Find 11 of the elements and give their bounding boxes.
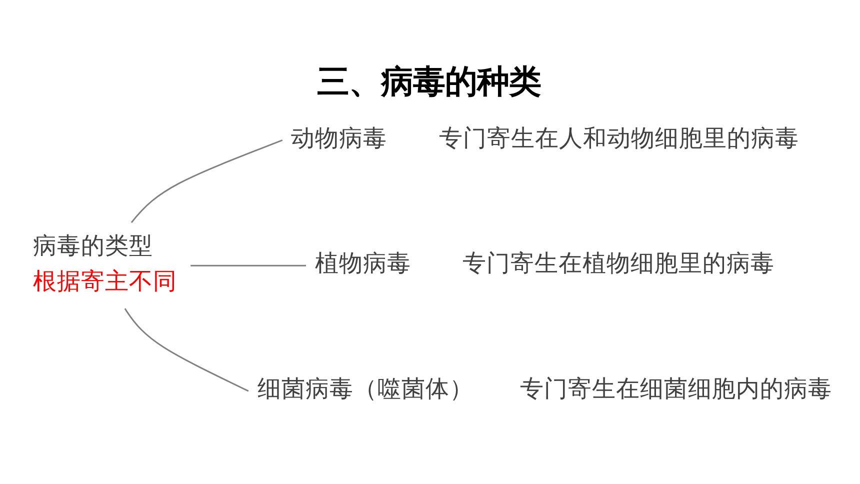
node-label: 专门寄生在细菌细胞内的病毒 — [520, 374, 832, 403]
node-label: 专门寄生在人和动物细胞里的病毒 — [438, 124, 799, 152]
connector — [130, 139, 283, 224]
node-text: 植物病毒 — [314, 249, 411, 278]
diagram-title: 三、病毒的种类 — [317, 62, 542, 100]
connector — [124, 308, 249, 392]
node-text: 动物病毒 — [291, 124, 388, 152]
node-text: 病毒的类型 根据寄主不同 — [32, 232, 177, 295]
node-label: 专门寄生在植物细胞里的病毒 — [462, 249, 774, 278]
node-text: 细菌病毒（噬菌体） — [257, 374, 474, 403]
connector — [190, 264, 306, 266]
